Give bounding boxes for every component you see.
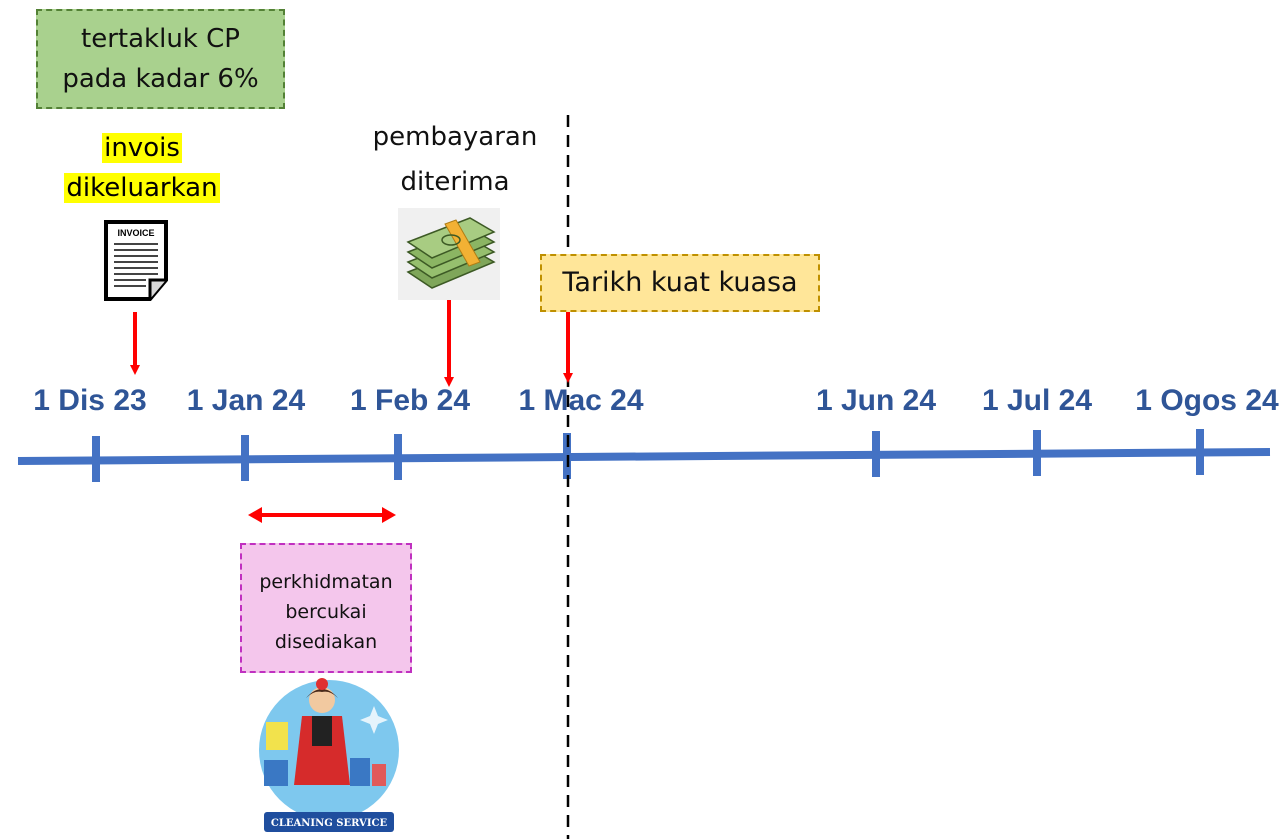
payment-received-line-2: diterima xyxy=(400,167,510,197)
date-label-mac-24: 1 Mac 24 xyxy=(518,384,644,417)
service-provided-line-1: perkhidmatan xyxy=(259,571,393,593)
effective-date-box: Tarikh kuat kuasa xyxy=(540,254,820,312)
money-stack-icon xyxy=(398,208,500,300)
date-label-jan-24: 1 Jan 24 xyxy=(186,384,306,417)
taxable-rate-box: tertakluk CP pada kadar 6% xyxy=(36,9,285,109)
cleaning-service-badge: CLEANING SERVICE xyxy=(259,678,399,832)
service-provided-line-2: bercukai xyxy=(285,601,367,623)
date-label-feb-24: 1 Feb 24 xyxy=(349,384,471,417)
date-label-jun-24: 1 Jun 24 xyxy=(815,384,937,417)
invoice-icon-label: INVOICE xyxy=(117,228,154,238)
invoice-issued-line-1: invois xyxy=(102,133,182,163)
timeline-axis xyxy=(17,448,1271,465)
date-label-ogos-24: 1 Ogos 24 xyxy=(1135,384,1279,417)
taxable-rate-line-1: tertakluk CP xyxy=(81,24,240,54)
payment-received-line-1: pembayaran xyxy=(372,122,538,152)
payment-received-label: pembayaran diterima xyxy=(340,115,570,205)
taxable-rate-line-2: pada kadar 6% xyxy=(62,64,259,94)
service-period-arrow xyxy=(248,507,396,523)
invoice-issued-label: invois dikeluarkan xyxy=(52,128,232,208)
cleaning-service-badge-label: CLEANING SERVICE xyxy=(271,818,388,829)
effective-date-text: Tarikh kuat kuasa xyxy=(562,267,798,298)
service-provided-box: perkhidmatan bercukai disediakan xyxy=(240,543,412,673)
invoice-issued-line-2: dikeluarkan xyxy=(64,173,220,203)
service-provided-line-3: disediakan xyxy=(274,631,378,653)
date-label-dis-23: 1 Dis 23 xyxy=(33,384,147,417)
date-label-jul-24: 1 Jul 24 xyxy=(981,384,1093,417)
invoice-document-icon: INVOICE xyxy=(104,220,168,301)
